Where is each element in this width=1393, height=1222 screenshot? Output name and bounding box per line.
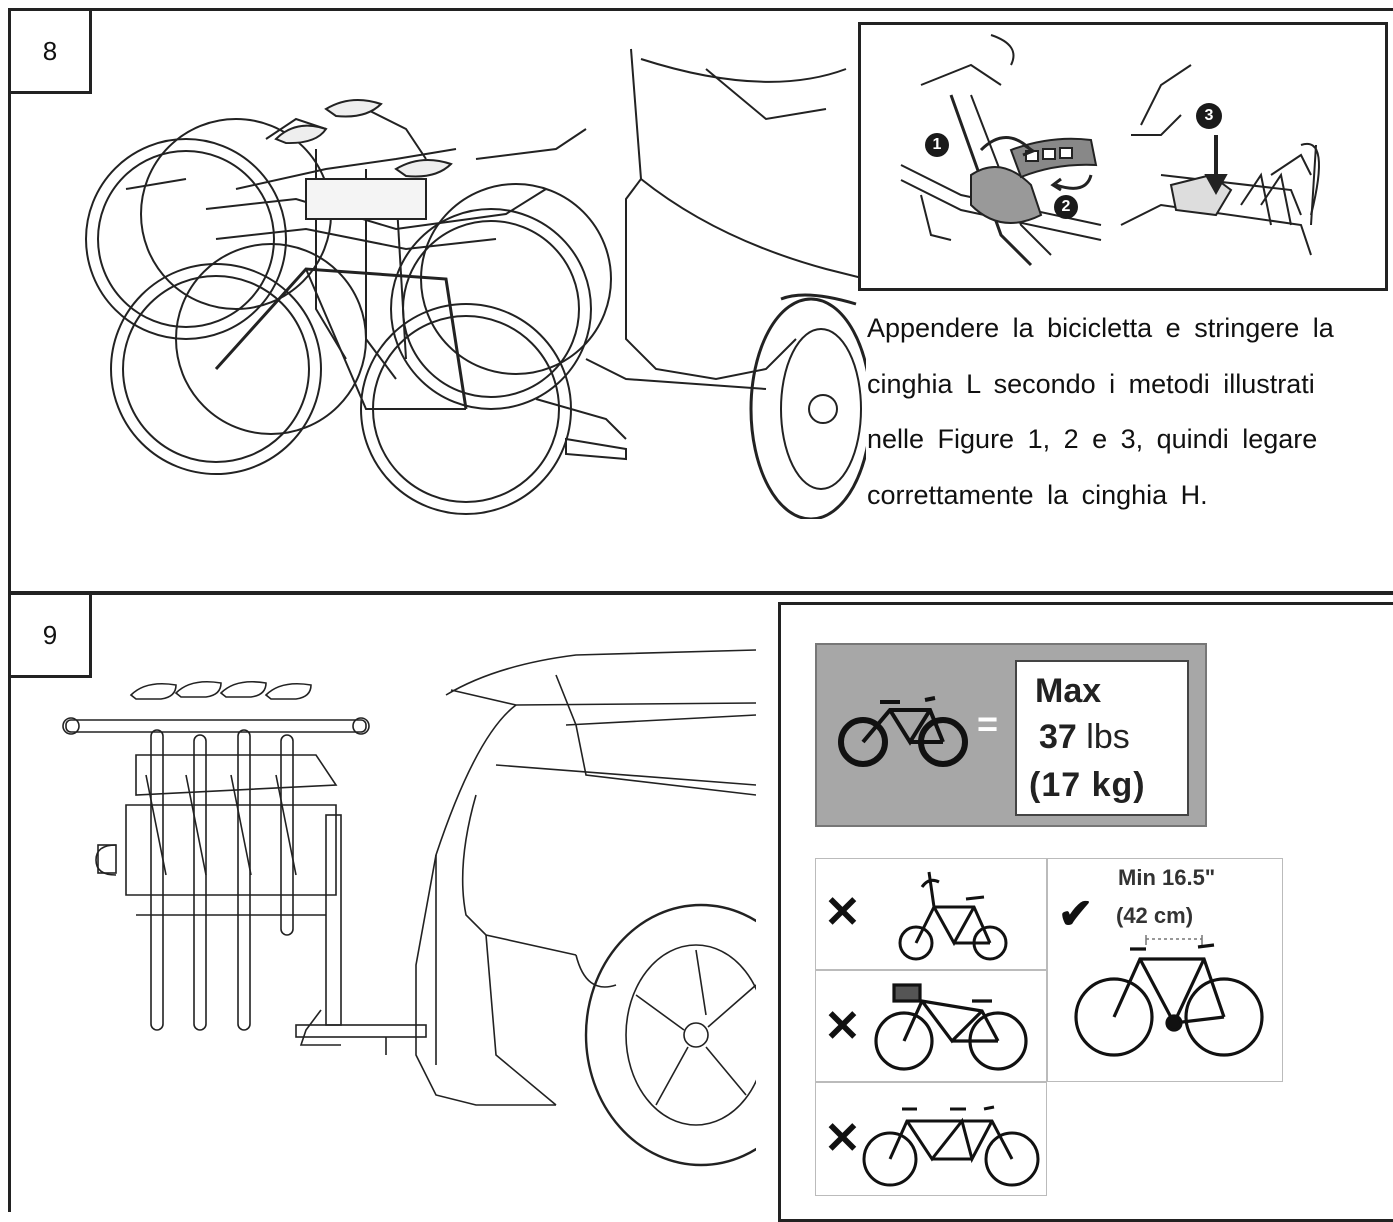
standard-bike-cell: ✔ Min 16.5" (42 cm) (1047, 858, 1283, 1082)
x-mark-icon: ✕ (824, 888, 861, 937)
step-8-instruction: Appendere la bicicletta e stringere la c… (867, 301, 1393, 523)
step-number-9: 9 (8, 592, 92, 678)
folding-bike-icon (898, 871, 1008, 961)
callout-2: 2 (1054, 195, 1078, 219)
equals-sign: = (977, 703, 999, 744)
x-mark-icon: ✕ (824, 1002, 861, 1051)
tandem-bike-icon (862, 1105, 1040, 1187)
strap-detail-illustration (900, 34, 1320, 267)
bike-requirements-inset: = Max 37 lbs (17 kg) ✕ ✕ (778, 602, 1393, 1222)
instruction-line: Appendere la bicicletta e stringere la (867, 313, 1334, 343)
strap-detail-inset: 1 2 3 (858, 22, 1388, 291)
bikes-on-car-illustration (85, 48, 866, 519)
max-kg-label: (17 kg) (1029, 766, 1146, 804)
bike-type-grid: ✕ ✕ ✕ (815, 858, 1283, 1196)
callout-1: 1 (925, 133, 949, 157)
min-length-metric-label: (42 cm) (1116, 903, 1194, 928)
x-mark-icon: ✕ (824, 1114, 861, 1163)
max-label: Max (1035, 672, 1102, 710)
max-lbs-label: 37 lbs (1039, 718, 1130, 756)
max-weight-box: = Max 37 lbs (17 kg) (815, 643, 1207, 827)
step-8-panel: 8 (8, 8, 1393, 594)
max-weight-label: Max 37 lbs (17 kg) (1015, 660, 1189, 816)
step-number-8: 8 (8, 8, 92, 94)
min-length-label: Min 16.5" (1118, 865, 1216, 890)
rack-on-car-rear-illustration (62, 649, 756, 1167)
folding-bike-cell: ✕ (815, 858, 1047, 970)
instruction-line: nelle Figure 1, 2 e 3, quindi legare (867, 424, 1318, 454)
tandem-bike-cell: ✕ (815, 1082, 1047, 1196)
instruction-line: cinghia L secondo i metodi illustrati (867, 368, 1315, 399)
standard-bike-icon (1074, 935, 1264, 1057)
instruction-line: correttamente la cinghia H. (867, 479, 1208, 510)
check-mark-icon: ✔ (1058, 890, 1094, 937)
basket-bike-icon (874, 983, 1028, 1071)
bike-icon (838, 696, 968, 767)
callout-3: 3 (1196, 103, 1222, 129)
basket-bike-cell: ✕ (815, 970, 1047, 1082)
step-9-panel: 9 (8, 592, 1393, 1222)
